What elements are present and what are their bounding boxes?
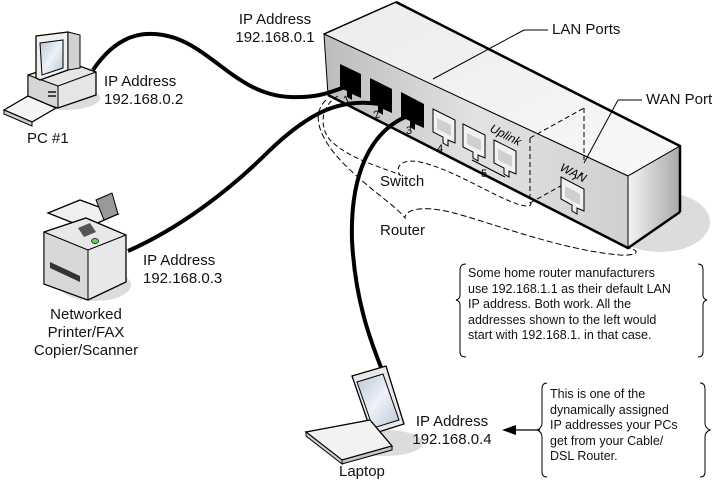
router-ip-block: IP Address 192.168.0.1 (225, 11, 325, 47)
pc-icon (2, 31, 100, 127)
port-5 (462, 123, 486, 162)
router-ip-label: IP Address (238, 11, 312, 28)
wan-port-label: WAN Port (646, 91, 713, 108)
pc-ip-value: 192.168.0.2 (104, 91, 184, 108)
note2-right-brace (699, 382, 712, 478)
port-wan (560, 176, 585, 215)
port-number-3: 3 (406, 125, 412, 137)
port-5-bracket (471, 159, 506, 178)
port-uplink (493, 139, 517, 178)
printer-ip-value: 192.168.0.3 (143, 270, 223, 287)
note1-right-brace (697, 263, 708, 358)
laptop-icon (304, 365, 423, 466)
wan-port-leader (583, 99, 619, 164)
port-number-1: 1 (342, 93, 352, 106)
port-3 (401, 92, 424, 130)
router-default-note: Some home router manufacturers use 192.1… (468, 266, 671, 342)
printer-name: Networked Printer/FAX Copier/Scanner (33, 306, 139, 359)
router-boundary (317, 99, 637, 256)
lan-ports-leader (432, 29, 525, 80)
port-1 (340, 64, 361, 100)
switch-boundary (322, 95, 532, 207)
dynamic-ip-note: This is one of the dynamically assigned … (550, 387, 678, 463)
port-number-5: 5 (481, 168, 487, 180)
cable-printer (127, 100, 381, 253)
pc-ip-label: IP Address (104, 73, 177, 90)
port-4 (432, 108, 456, 147)
port-number-4: 4 (437, 143, 443, 155)
port-number-2: 2 (372, 108, 382, 121)
cable-pc (91, 31, 349, 100)
laptop-ip-label: IP Address (415, 413, 489, 430)
arrow-head-icon (502, 425, 516, 435)
printer-ip-label: IP Address (143, 252, 216, 269)
router-ip-value: 192.168.0.1 (235, 29, 315, 46)
switch-label: Switch (380, 173, 425, 190)
note2-left-brace (535, 382, 548, 478)
laptop-name: Laptop (339, 463, 385, 480)
pc-name: PC #1 (27, 130, 69, 147)
laptop-ip-block: IP Address 192.168.0.4 (404, 413, 500, 449)
printer-icon (43, 192, 131, 301)
lan-ports-label: LAN Ports (552, 21, 621, 38)
laptop-ip-value: 192.168.0.4 (412, 431, 492, 448)
router-label: Router (380, 222, 426, 239)
cable-laptop (349, 113, 411, 376)
port-2 (370, 78, 392, 115)
note1-left-brace (455, 263, 467, 358)
printer-ip-block: IP Address 192.168.0.3 (143, 252, 222, 288)
pc-ip-block: IP Address 192.168.0.2 (104, 73, 183, 109)
